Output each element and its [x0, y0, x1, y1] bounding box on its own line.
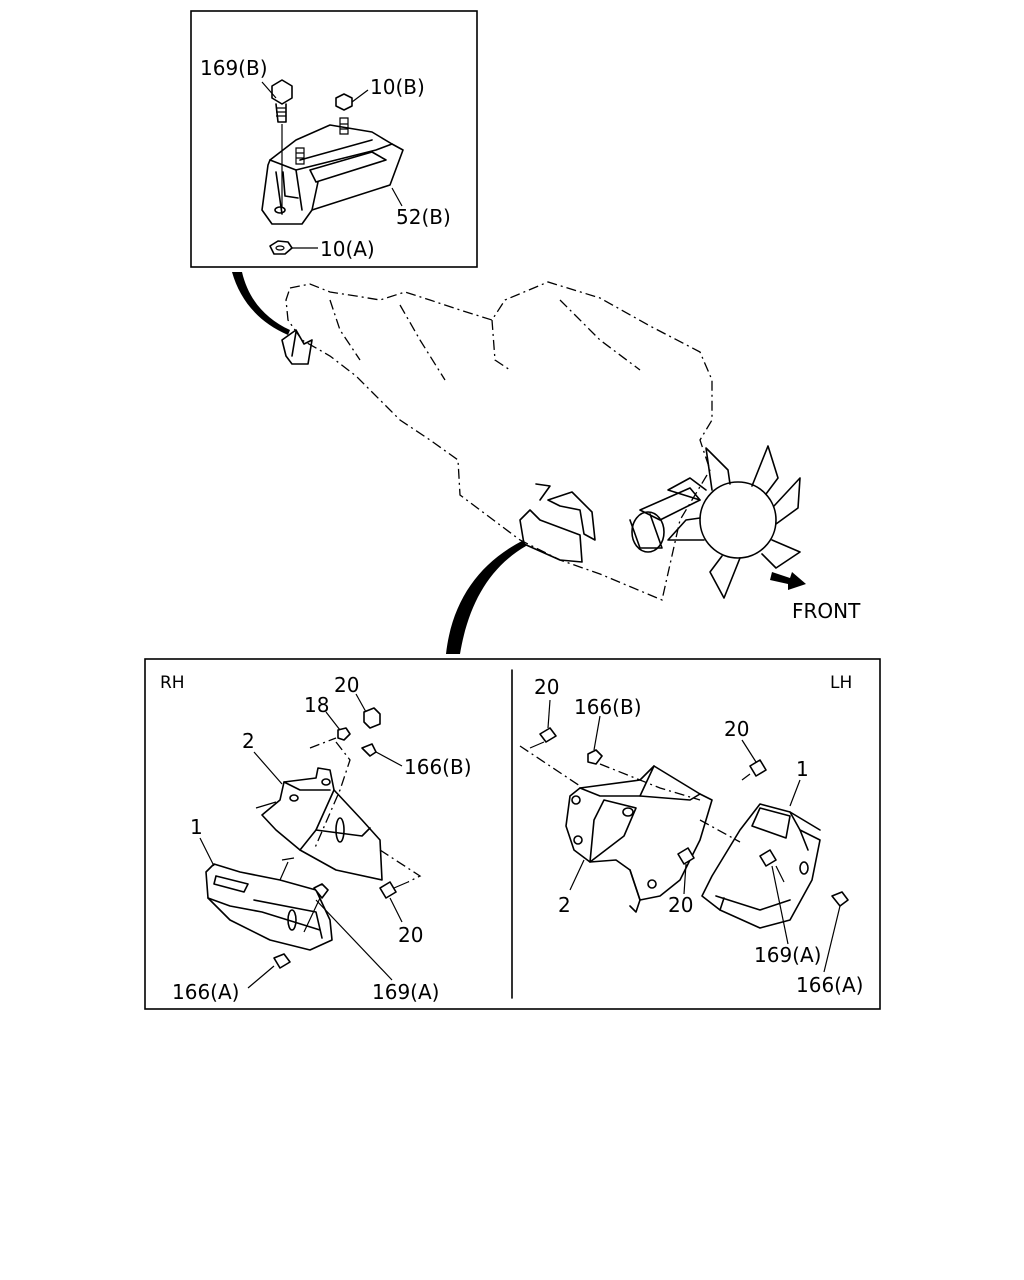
rh-label-169a: 169(A): [372, 980, 439, 1004]
lh-label-169a: 169(A): [754, 943, 821, 967]
rh-nut-166a: [273, 953, 291, 969]
lh-side-label: LH: [830, 673, 852, 693]
lh-label-2: 2: [558, 893, 571, 917]
label-10a: 10(A): [320, 237, 375, 261]
front-label: FRONT: [792, 599, 861, 623]
lh-nut-166a: [831, 891, 849, 907]
lh-bolt-169a: [759, 849, 777, 867]
label-10b: 10(B): [370, 75, 425, 99]
rh-label-166a: 166(A): [172, 980, 239, 1004]
front-arrow-icon: [770, 572, 806, 590]
top-inset: 169(B) 10(B) 52(B) 10(A): [190, 10, 478, 268]
bolt-169b: [271, 79, 293, 208]
cooling-fan: [629, 445, 801, 599]
rh-bolt-169a: [313, 883, 329, 899]
rh-bolt-20-bottom: [379, 881, 397, 899]
rh-section: RH: [160, 673, 472, 1004]
rh-bracket-2: [255, 767, 383, 881]
lh-bolt-20-topright-shank: [741, 773, 751, 781]
rh-side-label: RH: [160, 673, 185, 693]
lh-nut-166b: [587, 749, 603, 765]
lh-label-20-topleft: 20: [534, 675, 559, 699]
top-inset-frame: [190, 10, 478, 268]
rh-label-1: 1: [190, 815, 203, 839]
engine-outline: FRONT: [281, 281, 861, 623]
lh-label-20-mid: 20: [668, 893, 693, 917]
lh-label-1: 1: [796, 757, 809, 781]
callout-arc-bottom: [446, 540, 526, 654]
rh-label-20-bottom: 20: [398, 923, 423, 947]
lh-section: LH: [519, 673, 863, 997]
rh-label-20-top: 20: [334, 673, 359, 697]
lh-bolt-20-topright: [749, 759, 767, 777]
rh-bolt-20-top: [363, 707, 381, 729]
lh-label-166b: 166(B): [574, 695, 642, 719]
lh-label-20-topright: 20: [724, 717, 749, 741]
rh-washer-18: [337, 727, 351, 741]
label-52b: 52(B): [396, 205, 451, 229]
callout-arc-top: [232, 272, 290, 335]
lh-bracket-2: [565, 765, 713, 913]
rh-label-2: 2: [242, 729, 255, 753]
rh-mount-1: [205, 857, 333, 951]
lh-mount-1: [701, 803, 821, 929]
rh-bolt-169a-shank: [303, 897, 321, 933]
lh-bolt-20-mid: [677, 847, 695, 865]
leader-10b: [351, 89, 369, 103]
rh-label-18: 18: [304, 693, 329, 717]
leader-169b: [261, 81, 277, 99]
rh-bolt-shank: [393, 881, 409, 889]
rh-label-166b: 166(B): [404, 755, 472, 779]
mount-52b-part: [261, 124, 404, 225]
lh-bolt-20-topleft-shank: [529, 741, 545, 749]
leader-52b: [391, 187, 403, 207]
bottom-panel: RH: [144, 658, 881, 1010]
label-169b: 169(B): [200, 56, 268, 80]
lh-bolt-169a-shank: [775, 865, 785, 883]
lh-bolt-20-topleft: [539, 727, 557, 743]
lh-label-166a: 166(A): [796, 973, 863, 997]
nut-10b: [335, 93, 353, 135]
stud-bolt: [295, 147, 305, 165]
